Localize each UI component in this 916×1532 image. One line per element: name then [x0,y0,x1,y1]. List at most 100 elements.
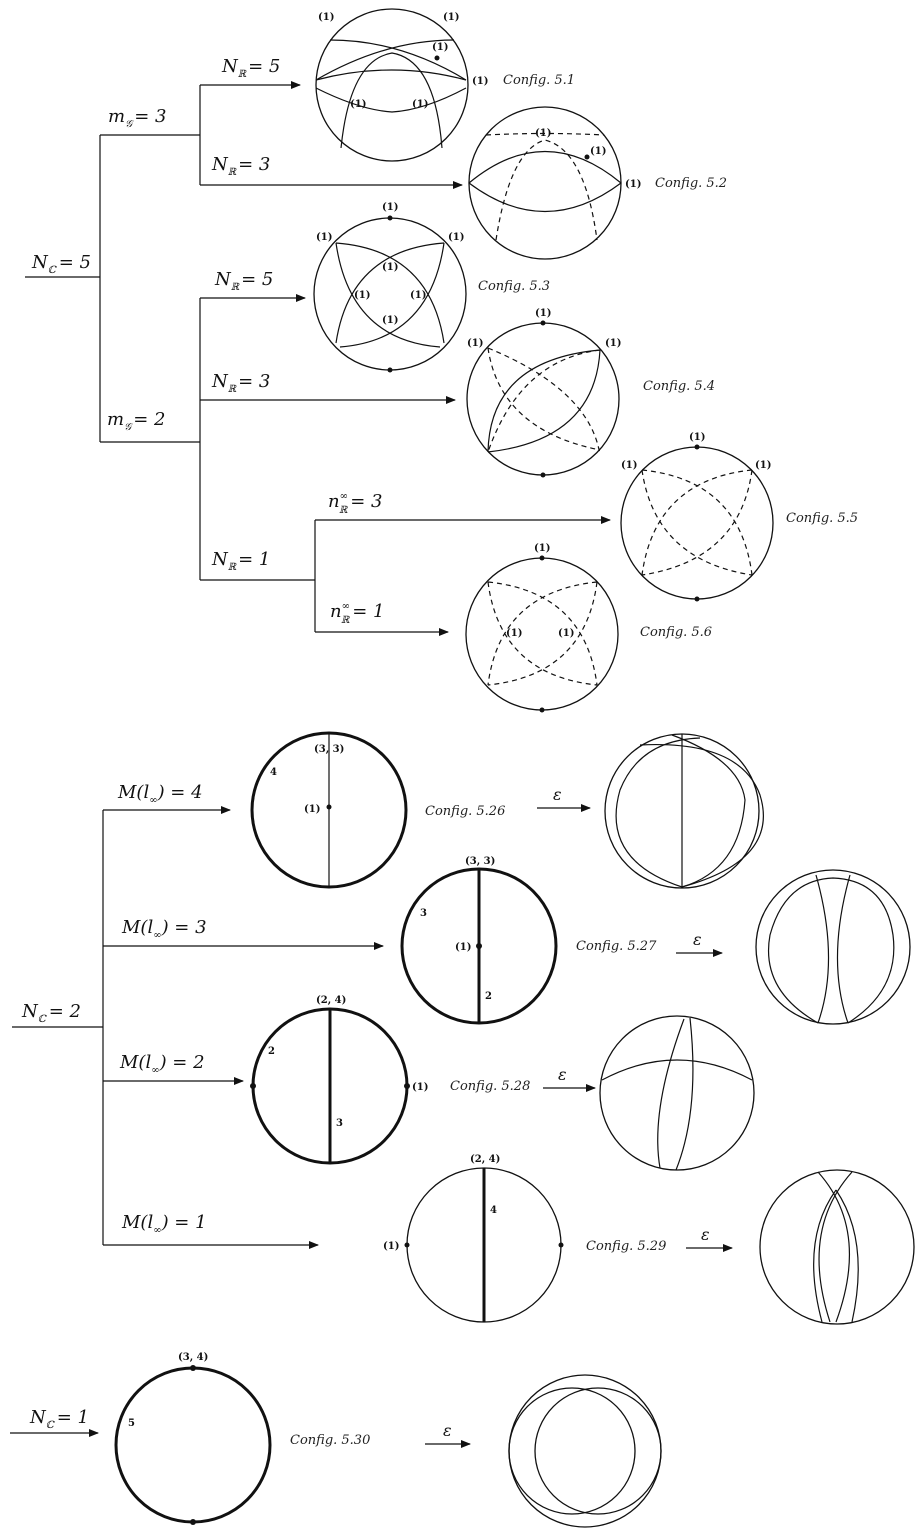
config-5-3-diagram: (1) (1) (1) (1) (1) (1) (1) [313,202,467,373]
label-mg2: m𝒢= 2 [107,409,165,433]
singular-point [404,1242,410,1248]
epsilon-label: ε [553,785,562,804]
multiplicity-label: (1) [689,432,705,443]
multiplicity-label: 3 [420,908,427,919]
singular-point [694,596,700,602]
epsilon-label: ε [443,1421,452,1440]
config-5-27-label: Config. 5.27 [576,939,657,954]
epsilon-label: ε [693,930,702,949]
config-5-28-perturbed [599,1015,755,1171]
singular-point [387,215,393,221]
config-5-30-diagram: (3, 4) 5 [114,1352,272,1525]
multiplicity-label: (1) [432,42,448,53]
label-ninf1: n∞ℝ= 1 [330,601,385,626]
multiplicity-label: (1) [472,76,488,87]
config-5-27-diagram: (3, 3) 3 (1) 2 [400,856,558,1025]
config-5-28-diagram: (2, 4) 2 3 (1) [250,995,428,1165]
config-5-5-diagram: (1) (1) (1) [620,432,774,602]
singular-point [250,1083,256,1089]
config-5-1-diagram: (1) (1) (1) (1) (1) (1) [315,8,488,162]
multiplicity-label: (1) [304,804,320,815]
multiplicity-label: (1) [350,99,366,110]
multiplicity-label: (1) [412,99,428,110]
multiplicity-label: (1) [455,942,471,953]
label-nr3: Nℝ= 3 [211,154,270,178]
config-5-30-label: Config. 5.30 [290,1433,370,1448]
multiplicity-label: (1) [467,338,483,349]
singular-point [326,804,332,810]
multiplicity-label: (1) [382,262,398,273]
config-5-30-perturbed [508,1374,662,1528]
config-5-27-perturbed [755,869,911,1025]
config-5-6-label: Config. 5.6 [640,625,712,640]
label-m1: M(l∞) = 1 [121,1212,207,1236]
multiplicity-label: (1) [590,146,606,157]
multiplicity-label: (3, 3) [314,744,344,755]
label-m4: M(l∞) = 4 [117,782,203,806]
config-5-3-label: Config. 5.3 [478,279,550,294]
singular-point [584,154,590,160]
tree-nc5: Nℂ= 5 m𝒢= 3 Nℝ= 5 Nℝ= 3 m𝒢= 2 Nℝ= 5 Nℝ= … [25,56,611,636]
multiplicity-label: (1) [448,232,464,243]
multiplicity-label: (1) [383,1241,399,1252]
multiplicity-label: (1) [625,179,641,190]
multiplicity-label: (1) [382,315,398,326]
multiplicity-label: 4 [270,767,277,778]
label-nr1: Nℝ= 1 [211,549,270,573]
multiplicity-label: 4 [490,1205,497,1216]
config-5-29-perturbed [759,1169,915,1325]
multiplicity-label: (1) [318,12,334,23]
multiplicity-label: (1) [558,628,574,639]
config-5-4-label: Config. 5.4 [643,379,715,394]
label-nr3b: Nℝ= 3 [211,371,270,395]
multiplicity-label: (1) [410,290,426,301]
multiplicity-label: (1) [755,460,771,471]
multiplicity-label: 2 [268,1046,275,1057]
label-m2: M(l∞) = 2 [119,1052,205,1076]
singular-point [190,1519,196,1525]
multiplicity-label: 2 [485,991,492,1002]
epsilon-label: ε [558,1065,567,1084]
epsilon-label: ε [701,1225,710,1244]
multiplicity-label: (1) [535,128,551,139]
singular-point [404,1083,410,1089]
multiplicity-label: 3 [336,1118,343,1129]
config-5-26-diagram: (3, 3) 4 (1) [250,731,408,889]
label-mg3: m𝒢= 3 [108,106,166,130]
label-nr5b: Nℝ= 5 [214,269,273,293]
multiplicity-label: (1) [443,12,459,23]
label-nc1: Nℂ= 1 [29,1407,89,1431]
multiplicity-label: (1) [316,232,332,243]
label-nc5: Nℂ= 5 [31,252,91,276]
multiplicity-label: (1) [535,308,551,319]
config-5-2-diagram: (1) (1) (1) [468,106,641,260]
config-5-4-diagram: (1) (1) (1) [466,308,621,478]
multiplicity-label: (2, 4) [316,995,346,1006]
singular-point [190,1365,196,1371]
multiplicity-label: (2, 4) [470,1154,500,1165]
config-5-29-diagram: (2, 4) 4 (1) [383,1154,564,1323]
multiplicity-label: (1) [354,290,370,301]
label-nr5: Nℝ= 5 [221,56,280,80]
label-m3: M(l∞) = 3 [121,917,207,941]
singular-point [434,55,440,61]
config-5-29-label: Config. 5.29 [586,1239,666,1254]
singular-point [540,472,546,478]
config-5-26-perturbed [604,733,764,889]
multiplicity-label: (1) [412,1082,428,1093]
tree-nc1: Nℂ= 1 [10,1407,99,1437]
config-5-28-label: Config. 5.28 [450,1079,530,1094]
multiplicity-label: (1) [506,628,522,639]
singular-point [694,444,700,450]
singular-point [540,320,546,326]
singular-point [387,367,393,373]
multiplicity-label: (1) [621,460,637,471]
config-5-1-label: Config. 5.1 [503,73,575,88]
multiplicity-label: (3, 3) [465,856,495,867]
label-ninf3: n∞ℝ= 3 [328,491,383,516]
singular-point [558,1242,564,1248]
multiplicity-label: (1) [605,338,621,349]
multiplicity-label: 5 [128,1418,135,1429]
config-5-6-diagram: (1) (1) (1) [465,543,619,713]
multiplicity-label: (3, 4) [178,1352,208,1363]
